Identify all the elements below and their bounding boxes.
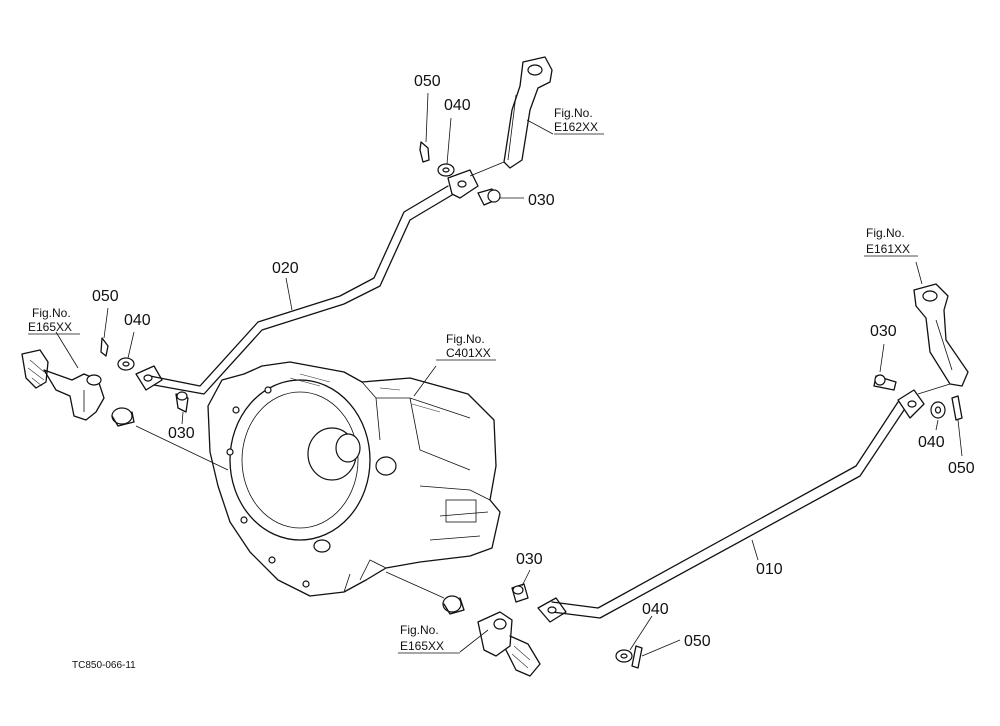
pin-050-right bbox=[951, 395, 963, 457]
fig-code-e165-bottom: E165XX bbox=[400, 639, 444, 653]
washer-040-bottom bbox=[615, 615, 653, 663]
fig-code-e165-left: E165XX bbox=[28, 320, 72, 334]
fig-label-e162: Fig.No. bbox=[554, 106, 593, 120]
rod-020 bbox=[149, 185, 453, 395]
pin-050-bottom bbox=[631, 639, 681, 669]
clevis-left bbox=[135, 365, 163, 391]
pin-050-left bbox=[100, 307, 109, 357]
fig-code-e161: E161XX bbox=[866, 242, 910, 256]
bracket-e165-left bbox=[21, 331, 105, 421]
callout-030-right: 030 bbox=[870, 323, 897, 340]
callout-030-left: 030 bbox=[168, 425, 195, 442]
washer-040-left bbox=[117, 331, 135, 371]
callout-040-bottom: 040 bbox=[642, 601, 669, 618]
bushing-bottom bbox=[385, 571, 465, 615]
callout-050-left: 050 bbox=[92, 288, 119, 305]
callout-040-left: 040 bbox=[124, 312, 151, 329]
bracket-e165-bottom bbox=[459, 611, 541, 677]
housing-c401 bbox=[207, 361, 501, 597]
callout-020: 020 bbox=[272, 260, 299, 277]
clevis-right bbox=[897, 383, 951, 419]
pin-050-top bbox=[419, 92, 430, 163]
callout-010: 010 bbox=[756, 561, 783, 578]
fig-code-c401: C401XX bbox=[446, 346, 491, 360]
callout-040-right: 040 bbox=[918, 434, 945, 451]
pin-030-top bbox=[477, 188, 524, 206]
callout-050-bottom: 050 bbox=[684, 633, 711, 650]
fig-label-e161: Fig.No. bbox=[866, 226, 905, 240]
bushing-left bbox=[111, 407, 229, 471]
fig-label-e165-left: Fig.No. bbox=[32, 306, 71, 320]
rod-010 bbox=[551, 401, 905, 619]
callout-030-top: 030 bbox=[528, 192, 555, 209]
clevis-top bbox=[447, 161, 505, 199]
callout-050-right: 050 bbox=[948, 460, 975, 477]
clevis-bottom bbox=[537, 597, 567, 623]
washer-040-top bbox=[437, 117, 455, 177]
pin-030-left bbox=[175, 391, 189, 425]
fig-label-c401: Fig.No. bbox=[446, 332, 485, 346]
arm-e162 bbox=[503, 56, 554, 169]
callout-050-top: 050 bbox=[414, 73, 441, 90]
washer-040-right bbox=[930, 401, 946, 431]
callout-030-bottom: 030 bbox=[516, 551, 543, 568]
pin-030-right bbox=[873, 343, 897, 391]
fig-label-e165-bottom: Fig.No. bbox=[400, 623, 439, 637]
pin-030-bottom bbox=[511, 569, 531, 603]
fig-code-e162: E162XX bbox=[554, 120, 598, 134]
drawing-code: TC850-066-11 bbox=[72, 660, 136, 671]
arm-e161 bbox=[913, 261, 969, 387]
callout-040-top: 040 bbox=[444, 97, 471, 114]
